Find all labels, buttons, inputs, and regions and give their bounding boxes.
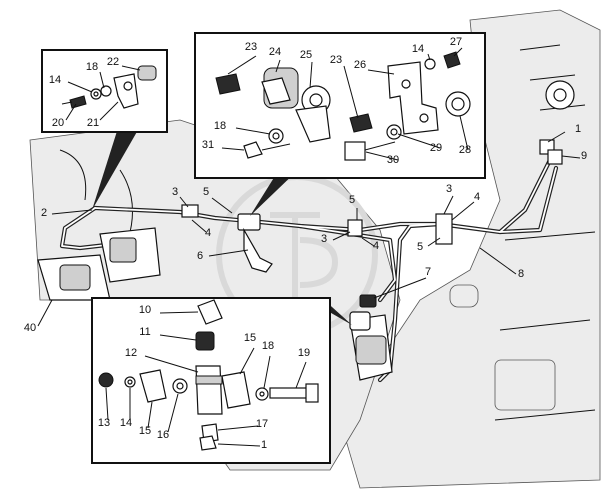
- callout-11: 11: [139, 326, 150, 338]
- inset-top-left: [41, 49, 168, 133]
- callout-17: 17: [256, 418, 268, 430]
- callout-14: 14: [49, 74, 61, 86]
- callouts-top-left-inset: 18 22 14 20 21: [49, 56, 119, 129]
- callout-18: 18: [262, 340, 274, 352]
- callout-23: 23: [330, 54, 342, 66]
- callout-18: 18: [214, 120, 226, 132]
- callout-16: 16: [157, 429, 169, 441]
- callout-4: 4: [373, 240, 379, 252]
- callout-30: 30: [387, 154, 399, 166]
- callout-19: 19: [298, 347, 310, 359]
- callout-27: 27: [450, 36, 462, 48]
- inset-bottom: [91, 297, 331, 464]
- main-assembly-parts: [37, 139, 563, 381]
- callout-5: 5: [417, 241, 423, 253]
- main-leader-lines: [37, 131, 581, 327]
- callout-3: 3: [321, 233, 327, 245]
- callout-7: 7: [425, 266, 431, 278]
- callout-6: 6: [197, 250, 203, 262]
- callout-40: 40: [24, 322, 36, 334]
- callout-9: 9: [581, 150, 587, 162]
- callout-14: 14: [412, 43, 424, 55]
- callout-23: 23: [245, 41, 257, 53]
- callout-3: 3: [446, 183, 452, 195]
- callout-28: 28: [459, 144, 471, 156]
- callout-18: 18: [86, 61, 98, 73]
- callout-13: 13: [98, 417, 110, 429]
- callout-29: 29: [430, 142, 442, 154]
- callout-12: 12: [125, 347, 137, 359]
- callout-5: 5: [349, 194, 355, 206]
- callout-2: 2: [41, 207, 47, 219]
- callout-21: 21: [87, 117, 99, 129]
- callout-20: 20: [52, 117, 64, 129]
- callout-5: 5: [203, 186, 209, 198]
- callout-1: 1: [261, 439, 267, 451]
- callout-14: 14: [120, 417, 132, 429]
- callout-1: 1: [575, 123, 581, 135]
- callout-31: 31: [202, 139, 214, 151]
- callout-8: 8: [518, 268, 524, 280]
- callout-25: 25: [300, 49, 312, 61]
- callout-4: 4: [205, 227, 211, 239]
- callout-3: 3: [172, 186, 178, 198]
- callout-24: 24: [269, 46, 281, 58]
- callout-26: 26: [354, 59, 366, 71]
- callout-15: 15: [139, 425, 151, 437]
- inset-top-right: [194, 32, 486, 179]
- callout-22: 22: [107, 56, 119, 68]
- callout-15: 15: [244, 332, 256, 344]
- callout-4: 4: [474, 191, 480, 203]
- callout-10: 10: [139, 304, 151, 316]
